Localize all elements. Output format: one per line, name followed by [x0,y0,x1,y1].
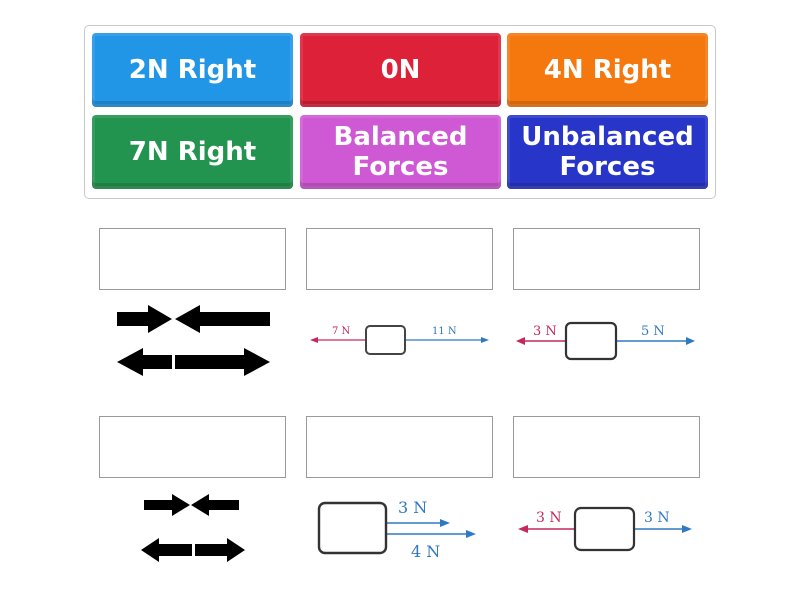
top-force-label: 3 N [398,498,427,517]
object-box [573,506,636,552]
answer-tile-0n[interactable]: 0N [300,33,501,107]
object-box [564,321,618,361]
left-arrowhead-icon [310,337,318,343]
force-diagram-3: 3 N 5 N [516,321,695,361]
answer-tile-7n-right[interactable]: 7N Right [92,115,293,189]
answer-tile-2n-right[interactable]: 2N Right [92,33,293,107]
right-arrow-icon [195,538,245,562]
left-force-label: 3 N [533,324,557,339]
answer-tile-balanced-forces[interactable]: Balanced Forces [300,115,501,189]
left-arrowhead-icon [518,525,528,533]
drop-slot-3[interactable] [513,228,700,290]
right-force-label: 3 N [644,510,670,526]
right-arrow-icon [117,305,172,333]
force-diagram-6: 3 N 3 N [518,506,692,552]
right-arrow-icon [175,348,270,376]
right-arrowhead-icon [686,337,695,345]
bold-arrows-diagram-4 [141,494,245,562]
left-force-label: 7 N [332,326,351,337]
drop-slot-4[interactable] [99,416,286,478]
right-arrowhead-icon [440,519,450,527]
answer-tile-4n-right[interactable]: 4N Right [507,33,708,107]
bold-arrows-diagram-1 [117,305,270,376]
left-arrow-icon [175,305,270,333]
answer-tile-unbalanced-forces[interactable]: Unbalanced Forces [507,115,708,189]
left-force-label: 3 N [536,510,562,526]
right-arrowhead-icon [682,525,692,533]
left-arrowhead-icon [516,337,525,345]
left-arrow-icon [141,538,192,562]
right-force-label: 5 N [641,324,665,339]
left-arrow-icon [191,494,239,516]
object-box [317,501,388,555]
object-box [365,325,406,355]
right-arrowhead-icon [481,337,489,343]
right-arrow-icon [144,494,190,516]
left-arrow-icon [117,348,172,376]
force-diagram-5: 3 N 4 N [317,498,476,561]
drop-slot-2[interactable] [306,228,493,290]
force-diagram-2: 7 N 11 N [310,325,489,355]
drop-slot-5[interactable] [306,416,493,478]
drop-slot-6[interactable] [513,416,700,478]
right-force-label: 11 N [432,326,457,337]
bottom-force-label: 4 N [411,542,440,561]
right-arrowhead-icon [466,530,476,538]
drop-slot-1[interactable] [99,228,286,290]
